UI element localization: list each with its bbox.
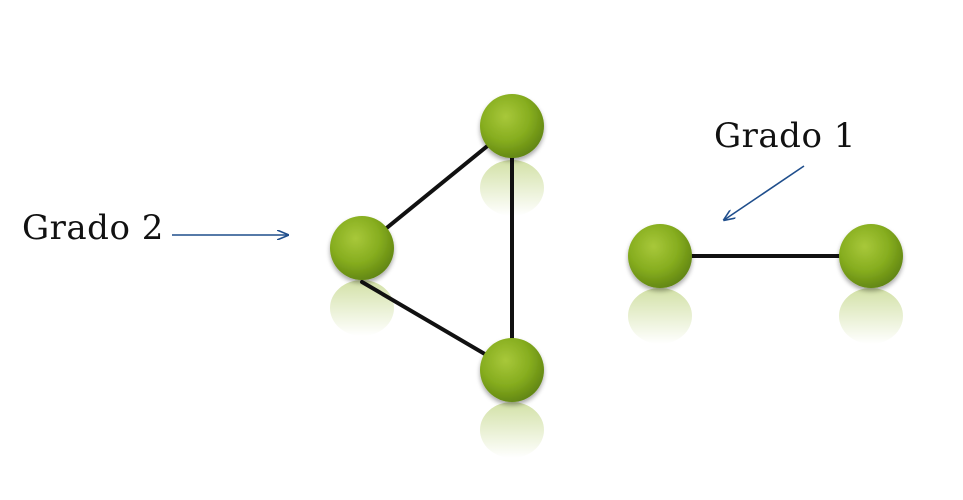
- node-pair-right: [839, 224, 903, 288]
- label-grado-2: Grado 2: [22, 208, 164, 248]
- reflection-pair-left-node: [628, 288, 692, 344]
- edge-left-top: [360, 124, 514, 250]
- edges: [360, 124, 873, 372]
- nodes: [330, 94, 903, 402]
- arrow-grado-1: [724, 165, 805, 220]
- reflection-bottom-node: [480, 402, 544, 458]
- node-reflections: [330, 160, 903, 458]
- reflection-pair-right-node: [839, 288, 903, 344]
- node-left: [330, 216, 394, 280]
- node-bottom: [480, 338, 544, 402]
- label-grado-1: Grado 1: [714, 116, 856, 156]
- reflection-left-node: [330, 280, 394, 336]
- node-pair-left: [628, 224, 692, 288]
- node-top: [480, 94, 544, 158]
